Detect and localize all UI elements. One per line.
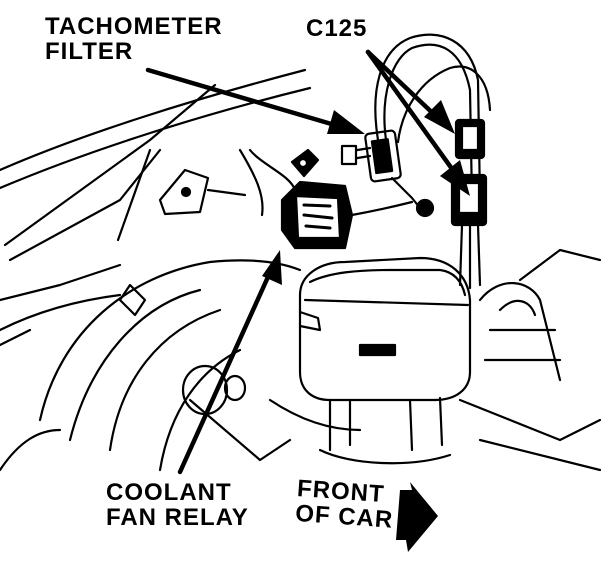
leader-arrows <box>145 49 463 475</box>
wiring-harness <box>238 148 297 217</box>
tachometer-filter-label: TACHOMETER FILTER <box>45 13 223 66</box>
tachometer-filter-line-2: FILTER <box>45 38 134 66</box>
fan-shroud <box>0 259 362 472</box>
direction-arrow-icon <box>396 482 438 552</box>
coolant-fan-relay-component <box>280 148 414 250</box>
arrowheads <box>262 100 470 285</box>
mounting-bracket <box>158 168 247 216</box>
fender-outline <box>0 68 312 347</box>
coolant-fan-relay-line-1: COOLANT <box>106 479 232 506</box>
reservoir-box <box>298 256 472 465</box>
c125-label: C125 <box>306 16 367 41</box>
tachometer-filter-line-1: TACHOMETER <box>45 13 223 40</box>
right-hose <box>458 248 602 472</box>
tachometer-filter-component <box>340 129 435 218</box>
coolant-fan-relay-line-2: FAN RELAY <box>106 504 249 532</box>
coolant-fan-relay-label: COOLANT FAN RELAY <box>106 479 249 532</box>
front-of-car-label: FRONT OF CAR <box>294 475 395 534</box>
c125-text: C125 <box>306 15 368 42</box>
